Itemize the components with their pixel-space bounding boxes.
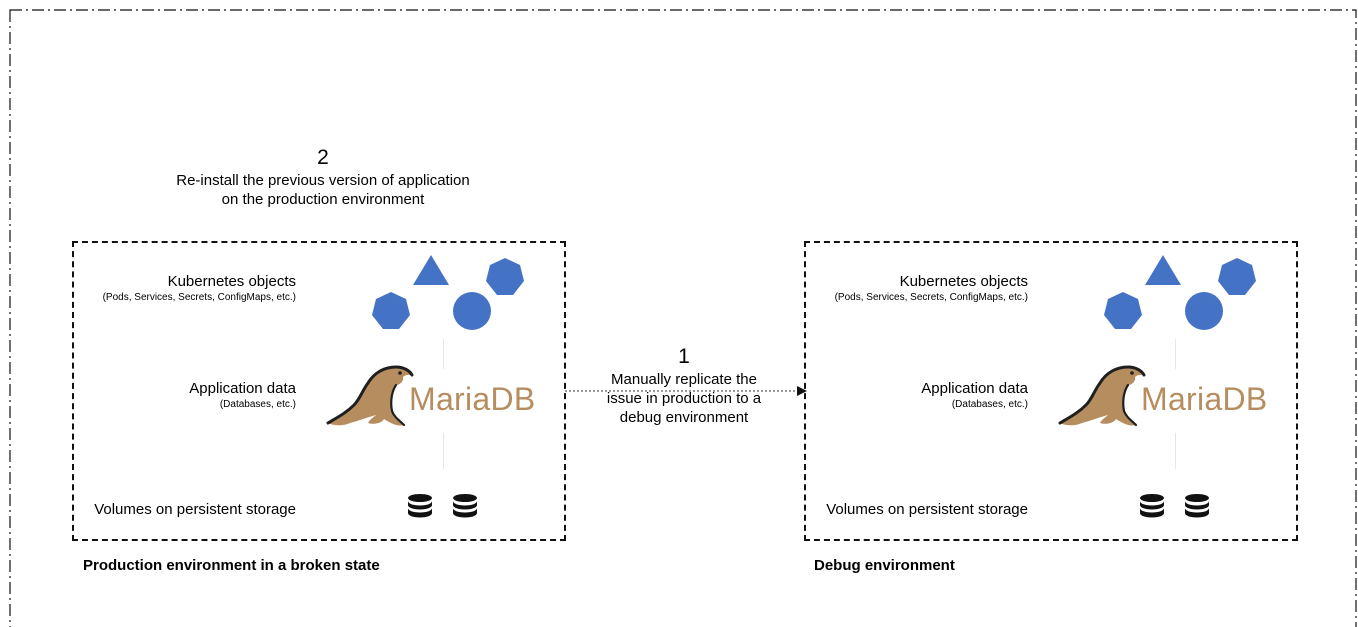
replicate-arrow (565, 386, 807, 396)
kubernetes-shapes (1101, 253, 1256, 333)
step-two-number: 2 (317, 146, 329, 169)
storage-volumes (407, 493, 487, 523)
mariadb-logo: MariaDB (324, 361, 536, 433)
connector-line (1175, 339, 1176, 369)
connector-line (443, 339, 444, 369)
database-icon (1140, 494, 1164, 518)
heptagon-icon (486, 258, 524, 295)
application-data-label: Application data (Databases, etc.) (189, 380, 296, 411)
kubernetes-objects-subtitle: (Pods, Services, Secrets, ConfigMaps, et… (102, 292, 296, 303)
step-two-text-line1: Re-install the previous version of appli… (176, 172, 470, 189)
kubernetes-objects-title: Kubernetes objects (899, 273, 1028, 290)
production-environment-box: Kubernetes objects (Pods, Services, Secr… (72, 241, 566, 541)
application-data-title: Application data (189, 380, 296, 397)
production-environment-caption: Production environment in a broken state (83, 557, 380, 574)
application-data-label: Application data (Databases, etc.) (921, 380, 1028, 411)
connector-line (443, 433, 444, 469)
connector-line (1175, 433, 1176, 469)
circle-icon (1185, 292, 1223, 330)
step-one-text-line3: debug environment (619, 409, 749, 426)
database-icon (453, 494, 477, 518)
kubernetes-objects-title: Kubernetes objects (167, 273, 296, 290)
kubernetes-shapes (369, 253, 524, 333)
volumes-label: Volumes on persistent storage (94, 501, 296, 519)
mariadb-wordmark: MariaDB (1141, 381, 1268, 417)
triangle-icon (413, 255, 449, 285)
heptagon-icon (1104, 292, 1142, 329)
step-one-text-line1: Manually replicate the (611, 371, 757, 388)
step-two-text-line2: on the production environment (221, 191, 425, 208)
step-two-annotation: 2 Re-install the previous version of app… (128, 145, 518, 209)
step-one-number: 1 (678, 345, 690, 368)
database-icon (1185, 494, 1209, 518)
kubernetes-objects-label: Kubernetes objects (Pods, Services, Secr… (835, 273, 1028, 304)
application-data-subtitle: (Databases, etc.) (951, 399, 1028, 410)
kubernetes-objects-label: Kubernetes objects (Pods, Services, Secr… (103, 273, 296, 304)
storage-volumes (1139, 493, 1219, 523)
debug-environment-box: Kubernetes objects (Pods, Services, Secr… (804, 241, 1298, 541)
step-one-annotation: 1 Manually replicate the issue in produc… (568, 344, 800, 427)
triangle-icon (1145, 255, 1181, 285)
database-icon (408, 494, 432, 518)
heptagon-icon (1218, 258, 1256, 295)
mariadb-wordmark: MariaDB (409, 381, 536, 417)
volumes-label: Volumes on persistent storage (826, 501, 1028, 519)
debug-environment-caption: Debug environment (814, 557, 955, 574)
mariadb-logo: MariaDB (1056, 361, 1268, 433)
sea-lion-icon (1058, 365, 1146, 427)
circle-icon (453, 292, 491, 330)
kubernetes-objects-subtitle: (Pods, Services, Secrets, ConfigMaps, et… (834, 292, 1028, 303)
step-one-text-line2: issue in production to a (606, 390, 762, 407)
sea-lion-icon (326, 365, 414, 427)
volumes-title: Volumes on persistent storage (826, 501, 1028, 518)
volumes-title: Volumes on persistent storage (94, 501, 296, 518)
heptagon-icon (372, 292, 410, 329)
application-data-subtitle: (Databases, etc.) (219, 399, 296, 410)
application-data-title: Application data (921, 380, 1028, 397)
